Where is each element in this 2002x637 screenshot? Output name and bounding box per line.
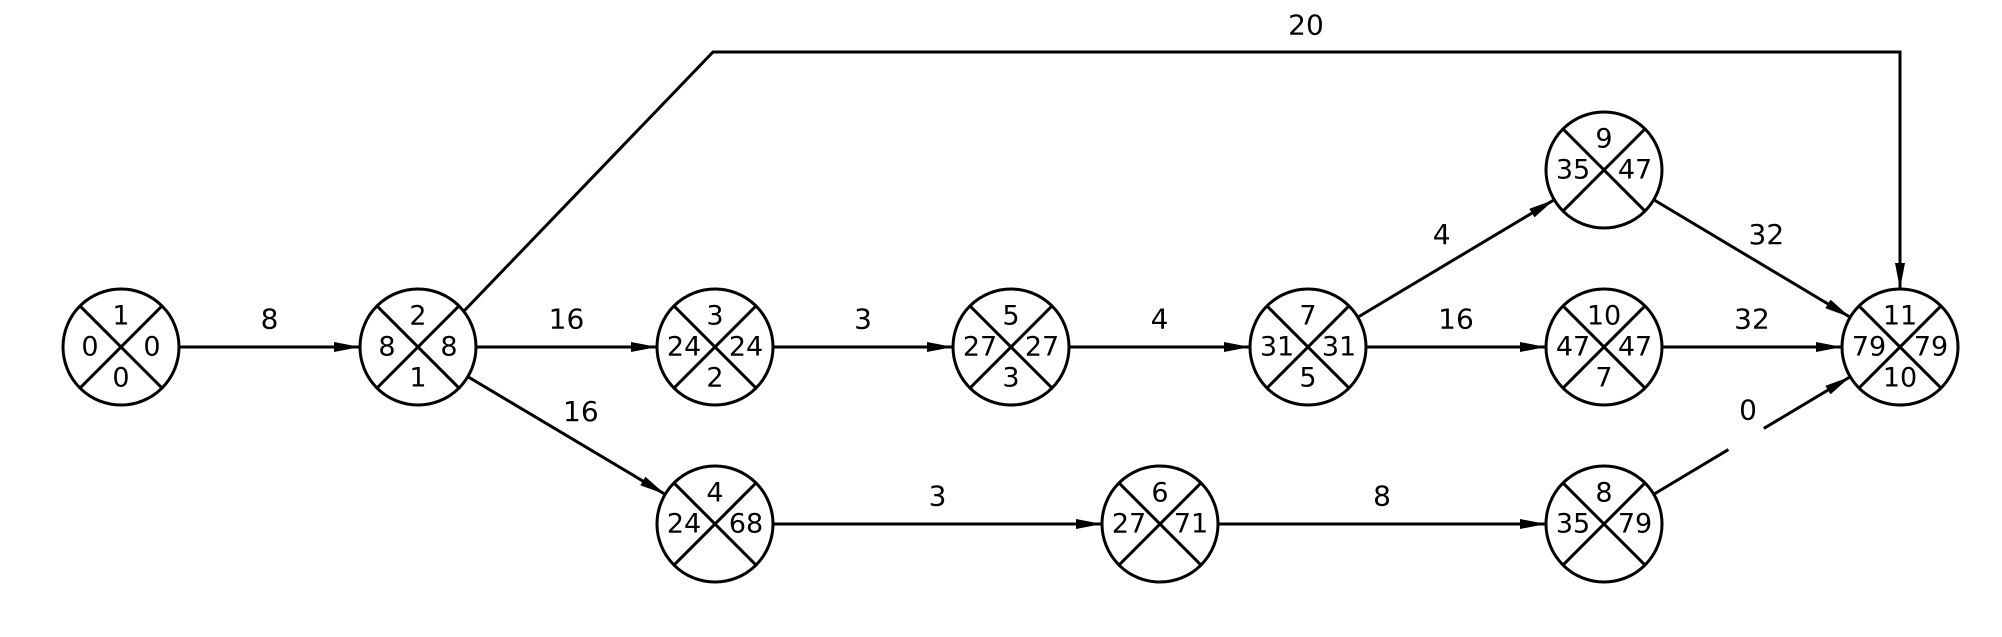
- node-6: 627 71: [1100, 464, 1220, 584]
- node-late-time: 79: [1618, 509, 1652, 540]
- node-8: 835 79: [1544, 464, 1664, 584]
- node-predecessor: 0: [112, 363, 129, 394]
- node-number: 8: [1595, 478, 1612, 509]
- edge-line: [1653, 198, 1851, 319]
- node-early-time: 35: [1556, 509, 1590, 540]
- edge-duration-label: 3: [929, 480, 947, 513]
- node-9: 935 47: [1544, 110, 1664, 230]
- node-number: 9: [1595, 124, 1612, 155]
- node-late-time: 68: [729, 509, 763, 540]
- edge-duration-label: 16: [549, 303, 585, 336]
- node-number: 1: [112, 301, 129, 332]
- node-late-time: 24: [729, 332, 763, 363]
- node-divider: [1857, 304, 1943, 390]
- node-divider: [375, 304, 461, 390]
- edge-line-segment: [1763, 375, 1851, 430]
- node-late-time: 31: [1322, 332, 1356, 363]
- edge-duration-label: 32: [1734, 303, 1770, 336]
- node-early-time: 47: [1556, 332, 1590, 363]
- node-2: 28 81: [358, 287, 478, 407]
- edge-10-11: 32: [1662, 303, 1842, 352]
- edge-3-5: 3: [773, 303, 953, 352]
- node-early-time: 27: [963, 332, 997, 363]
- edge-line: [462, 50, 1905, 313]
- edge-2-4: 16: [467, 375, 666, 496]
- node-predecessor: 7: [1595, 363, 1612, 394]
- edge-line: [1357, 198, 1555, 319]
- edge-2-11: 20: [462, 9, 1905, 313]
- edge-duration-label: 16: [1438, 303, 1474, 336]
- edge-duration-label: 20: [1288, 9, 1324, 42]
- edge-duration-label: 4: [1151, 303, 1169, 336]
- edge-7-10: 16: [1366, 303, 1546, 352]
- edge-5-7: 4: [1069, 303, 1250, 352]
- node-early-time: 8: [378, 332, 395, 363]
- node-predecessor: 2: [706, 363, 723, 394]
- node-late-time: 27: [1025, 332, 1059, 363]
- node-number: 11: [1883, 301, 1917, 332]
- edge-duration-label: 0: [1739, 394, 1757, 427]
- edge-duration-label: 16: [563, 395, 599, 428]
- node-early-time: 31: [1260, 332, 1294, 363]
- node-3: 324 242: [655, 287, 775, 407]
- node-late-time: 47: [1618, 332, 1652, 363]
- node-early-time: 24: [667, 509, 701, 540]
- node-7: 731 315: [1248, 287, 1368, 407]
- node-number: 6: [1151, 478, 1168, 509]
- node-predecessor: 10: [1883, 363, 1917, 394]
- edge-duration-label: 8: [261, 303, 279, 336]
- node-number: 5: [1002, 301, 1019, 332]
- node-divider: [78, 304, 164, 390]
- node-number: 3: [706, 301, 723, 332]
- edge-duration-label: 32: [1749, 218, 1785, 251]
- node-divider: [1561, 481, 1647, 567]
- node-divider: [1265, 304, 1351, 390]
- node-early-time: 0: [81, 332, 98, 363]
- node-divider: [672, 481, 758, 567]
- node-predecessor: 1: [409, 363, 426, 394]
- edge-4-6: 3: [773, 480, 1102, 529]
- node-early-time: 79: [1852, 332, 1886, 363]
- node-predecessor: 3: [1002, 363, 1019, 394]
- node-late-time: 0: [143, 332, 160, 363]
- edge-2-3: 16: [476, 303, 657, 352]
- node-divider: [1561, 127, 1647, 213]
- node-number: 4: [706, 478, 723, 509]
- node-divider: [1561, 304, 1647, 390]
- node-early-time: 27: [1112, 509, 1146, 540]
- node-late-time: 8: [440, 332, 457, 363]
- edge-6-8: 8: [1218, 480, 1546, 529]
- edge-7-9: 4: [1357, 198, 1555, 319]
- node-divider: [968, 304, 1054, 390]
- edge-duration-label: 3: [854, 303, 872, 336]
- node-number: 7: [1299, 301, 1316, 332]
- node-number: 10: [1587, 301, 1621, 332]
- node-early-time: 24: [667, 332, 701, 363]
- node-divider: [1117, 481, 1203, 567]
- edge-duration-label: 4: [1433, 218, 1451, 251]
- node-early-time: 35: [1556, 155, 1590, 186]
- edge-line: [467, 375, 666, 496]
- edge-1-2: 8: [179, 303, 360, 352]
- edge-9-11: 32: [1653, 198, 1851, 319]
- node-number: 2: [409, 301, 426, 332]
- node-late-time: 71: [1174, 509, 1208, 540]
- edge-line-segment: [1653, 448, 1730, 496]
- node-divider: [672, 304, 758, 390]
- node-predecessor: 5: [1299, 363, 1316, 394]
- node-5: 527 273: [951, 287, 1071, 407]
- node-late-time: 79: [1914, 332, 1948, 363]
- edge-8-11: 0: [1653, 375, 1851, 496]
- node-late-time: 47: [1618, 155, 1652, 186]
- edge-duration-label: 8: [1373, 480, 1391, 513]
- node-4: 424 68: [655, 464, 775, 584]
